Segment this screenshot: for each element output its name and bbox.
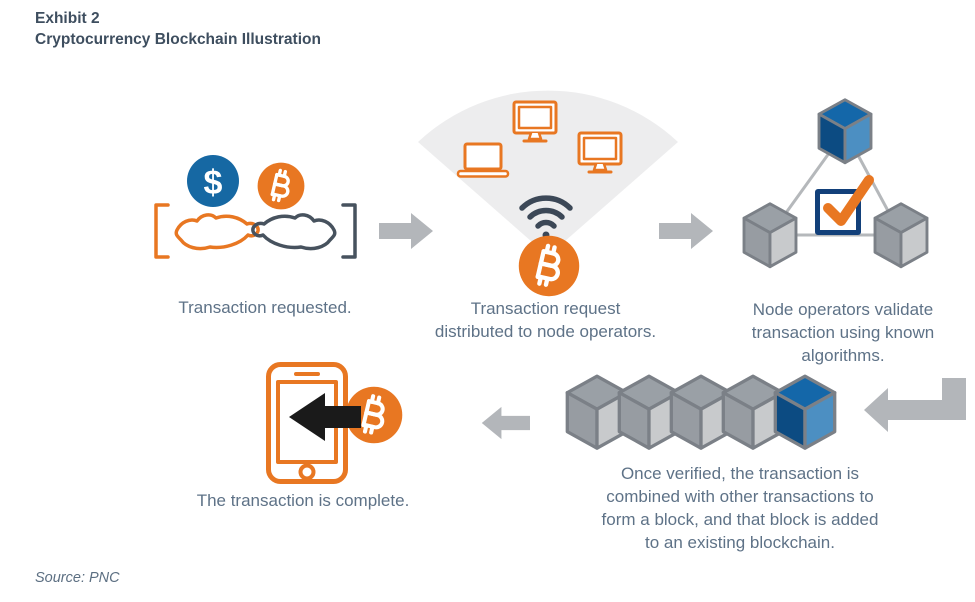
caption-line: The transaction is complete. — [196, 491, 410, 510]
exhibit-header: Exhibit 2 Cryptocurrency Blockchain Illu… — [35, 8, 321, 50]
receiving-hand-icon — [251, 203, 357, 259]
blue-cube-icon — [817, 98, 873, 165]
caption-line: transaction using known — [751, 323, 935, 342]
blue-cube-icon — [773, 374, 837, 450]
caption-line: algorithms. — [801, 346, 885, 365]
page-title: Cryptocurrency Blockchain Illustration — [35, 31, 321, 48]
bitcoin-coin-icon — [518, 235, 580, 297]
checkmark-icon — [823, 175, 874, 226]
bitcoin-coin-icon — [345, 386, 403, 444]
step2-caption: Transaction request distributed to node … — [398, 297, 693, 343]
exhibit-label: Exhibit 2 — [35, 10, 100, 27]
svg-text:$: $ — [204, 164, 223, 202]
step1-caption: Transaction requested. — [120, 296, 410, 319]
wifi-icon — [519, 195, 573, 239]
monitor-icon — [577, 131, 623, 174]
gray-cube-icon — [873, 202, 929, 269]
laptop-icon — [456, 142, 510, 178]
gray-cube-icon — [617, 374, 681, 450]
dollar-coin-icon: $ — [187, 155, 239, 207]
transfer-arrow-icon — [289, 393, 361, 441]
elbow-arrow-icon — [864, 378, 966, 432]
caption-line: to an existing blockchain. — [645, 533, 835, 552]
step5-caption: The transaction is complete. — [148, 489, 458, 512]
source-note: Source: PNC — [35, 570, 120, 586]
arrow-left-icon — [481, 406, 530, 440]
arrow-right-icon — [659, 213, 713, 249]
giving-hand-icon — [154, 203, 260, 259]
caption-line: Transaction request — [470, 299, 621, 318]
caption-line: combined with other transactions to — [606, 487, 874, 506]
caption-line: Transaction requested. — [178, 298, 352, 317]
caption-line: form a block, and that block is added — [601, 510, 879, 529]
bitcoin-coin-icon — [257, 162, 305, 210]
caption-line: distributed to node operators. — [434, 322, 657, 341]
step4-caption: Once verified, the transaction is combin… — [545, 462, 935, 554]
monitor-icon — [512, 100, 558, 143]
caption-line: Node operators validate — [752, 300, 934, 319]
caption-line: Once verified, the transaction is — [620, 464, 860, 483]
gray-cube-icon — [742, 202, 798, 269]
step3-caption: Node operators validate transaction usin… — [718, 298, 968, 367]
arrow-right-icon — [379, 213, 433, 249]
